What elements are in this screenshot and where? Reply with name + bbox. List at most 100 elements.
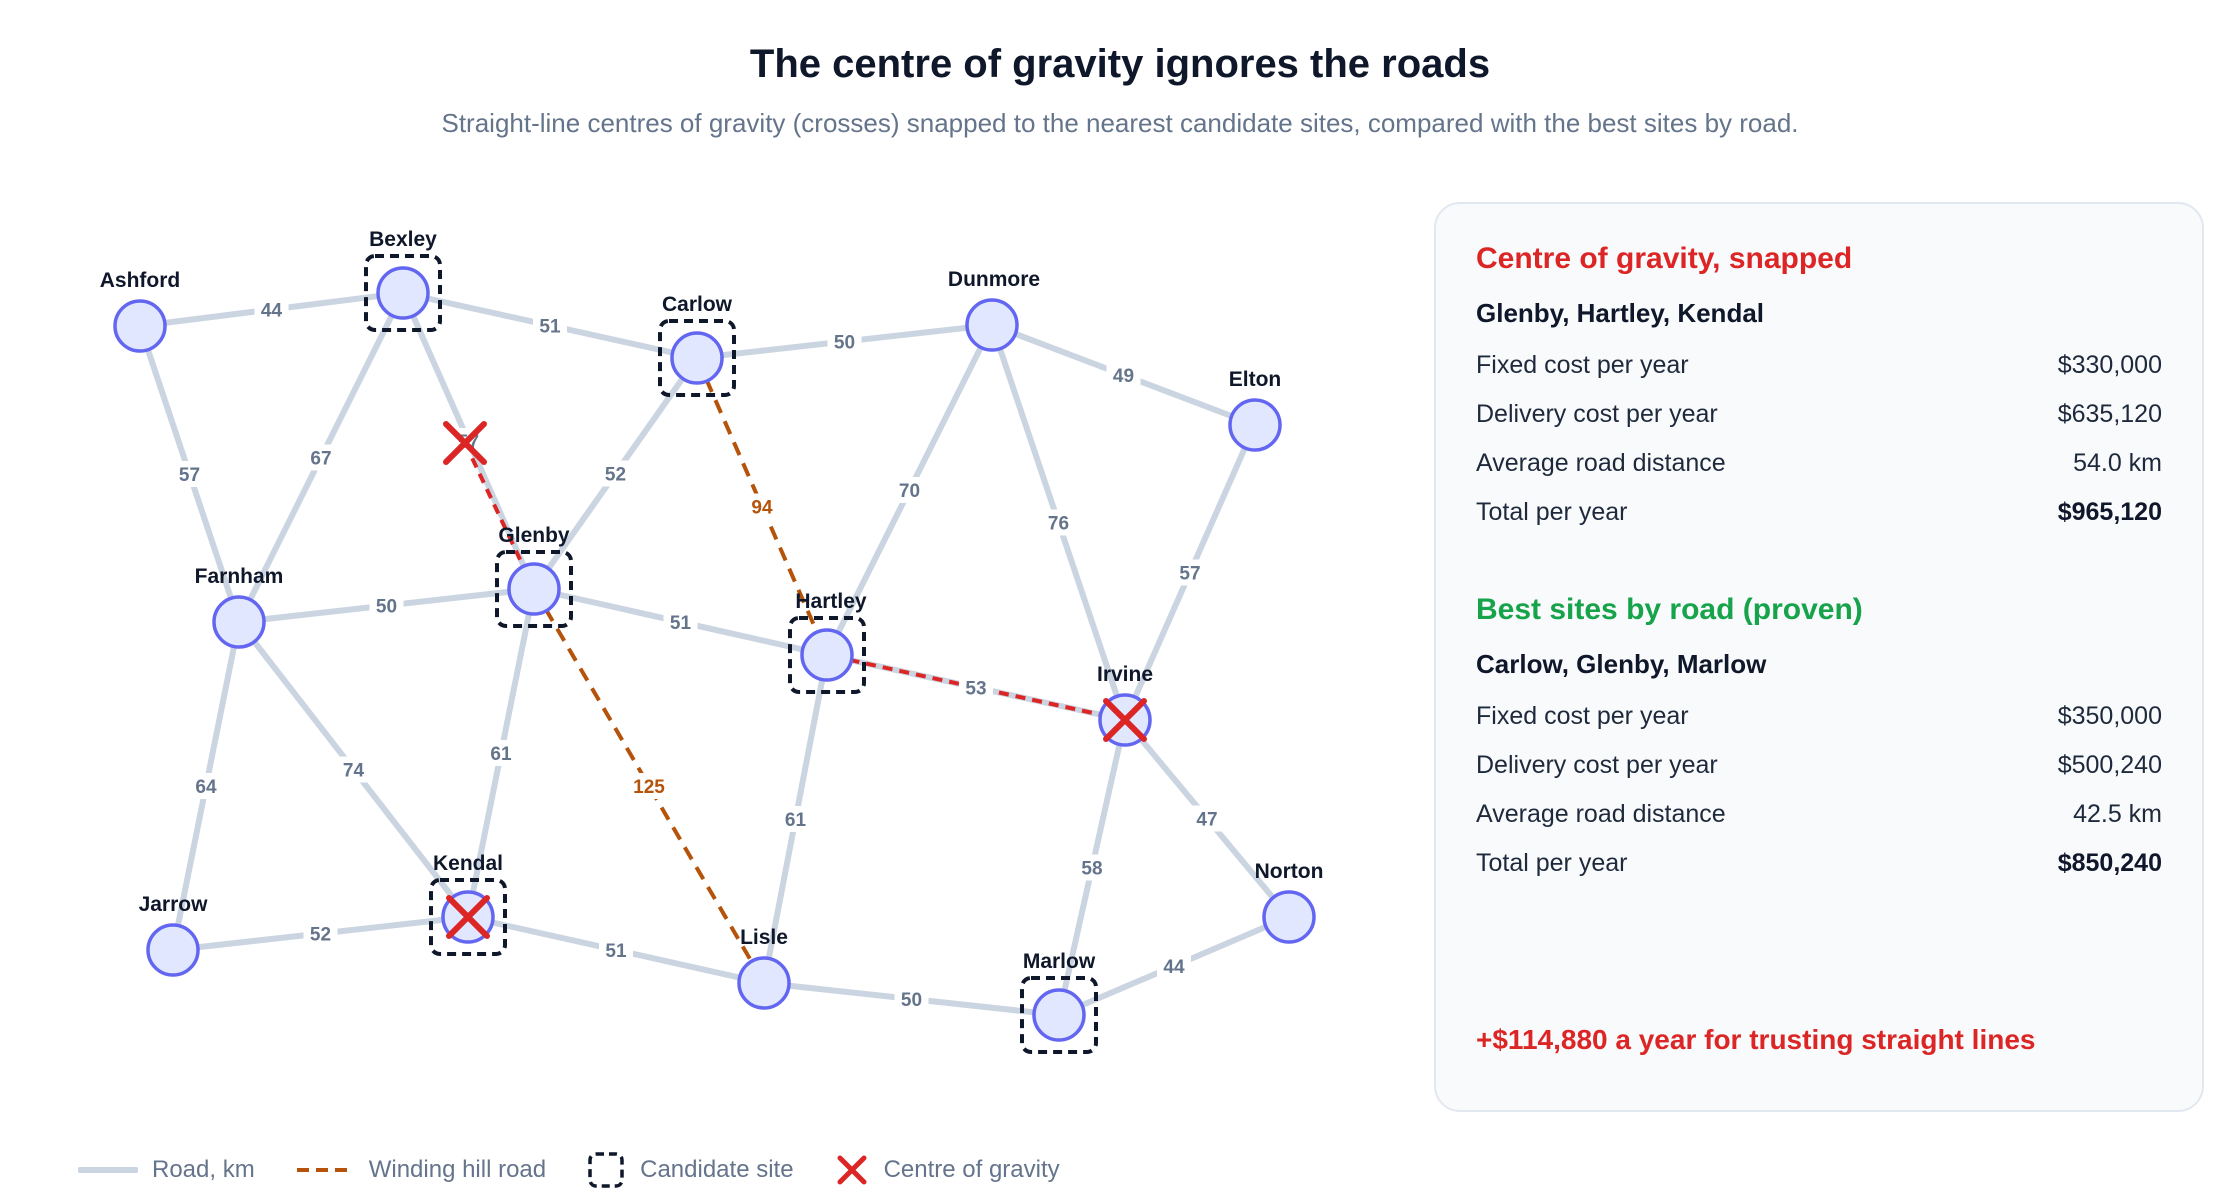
road-distance-label: 50 — [901, 990, 922, 1011]
road-distance-label: 57 — [1179, 564, 1200, 585]
road-distance-label: 125 — [633, 777, 665, 798]
road-label-bg — [303, 920, 338, 947]
candidate-site-marker — [364, 254, 442, 332]
cross-icon — [837, 1155, 867, 1185]
road-network-map: 4451504957675752947076575051536474611256… — [100, 228, 1323, 1054]
hill-road-line-icon — [296, 1168, 353, 1172]
best-sites: Carlow, Glenby, Marlow — [1476, 649, 1767, 679]
road-distance-label: 44 — [1163, 957, 1185, 978]
candidate-site-marker — [788, 616, 866, 694]
legend-candidate-label: Candidate site — [640, 1156, 794, 1183]
road-distance-label: 67 — [310, 449, 331, 470]
row-label: Delivery cost per year — [1476, 751, 1718, 779]
road-distance-label: 61 — [490, 744, 512, 765]
road-distance-label: 64 — [195, 777, 217, 798]
road-distance-label: 61 — [785, 810, 807, 831]
hill-road-glenby-lisle — [532, 587, 766, 985]
town-label: Kendal — [433, 852, 503, 875]
cog-section-title: Centre of gravity, snapped — [1476, 242, 1853, 275]
town-label: Bexley — [369, 228, 437, 251]
candidate-site-marker — [658, 319, 736, 397]
town-label: Farnham — [195, 565, 284, 588]
road-label-bg — [1190, 805, 1224, 832]
centre-of-gravity-cross-icon — [1103, 698, 1147, 742]
cog-row-total: Total per year $965,120 — [1476, 488, 2162, 537]
road-distance-label: 50 — [376, 597, 397, 618]
road-line-icon — [78, 1167, 138, 1173]
road-distance-label: 50 — [834, 333, 855, 354]
road-label-bg — [663, 609, 698, 635]
cog-row-delivery: Delivery cost per year $635,120 — [1476, 390, 2162, 439]
town-carlow — [670, 331, 724, 385]
legend: Road, km Winding hill road Candidate sit… — [78, 1150, 1100, 1190]
town-lisle — [737, 956, 791, 1010]
road-label-bg — [892, 477, 927, 503]
town-label: Jarrow — [139, 893, 209, 916]
row-label: Fixed cost per year — [1476, 351, 1689, 379]
legend-road: Road, km — [78, 1156, 255, 1184]
road-label-bg — [598, 460, 633, 487]
road-distance-label: 94 — [751, 498, 773, 519]
road-distance-label: 51 — [605, 941, 627, 962]
town-label: Marlow — [1023, 950, 1096, 973]
page-subtitle: Straight-line centres of gravity (crosse… — [441, 108, 1799, 138]
town-label: Glenby — [498, 524, 570, 547]
legend-cog: Centre of gravity — [834, 1152, 1060, 1188]
road-distance-label: 47 — [1196, 810, 1217, 831]
road-label-bg — [336, 756, 371, 783]
road-label-bg — [1106, 362, 1141, 388]
legend-road-label: Road, km — [152, 1156, 255, 1183]
comparison-panel: Centre of gravity, snapped Glenby, Hartl… — [1434, 202, 2204, 1112]
road-distance-label: 52 — [310, 925, 331, 946]
row-label: Total per year — [1476, 498, 1628, 526]
cog-section: Centre of gravity, snapped Glenby, Hartl… — [1476, 242, 2162, 537]
road-label-bg — [599, 937, 633, 963]
candidate-site-marker — [495, 550, 573, 628]
town-marlow — [1032, 988, 1086, 1042]
town-elton — [1228, 398, 1282, 452]
savings-callout: +$114,880 a year for trusting straight l… — [1476, 1024, 2036, 1055]
row-label: Delivery cost per year — [1476, 400, 1718, 428]
town-ashford — [113, 299, 167, 353]
cog-sites: Glenby, Hartley, Kendal — [1476, 298, 1765, 328]
road-label-bg — [172, 461, 207, 487]
town-dunmore — [965, 298, 1019, 352]
town-glenby — [507, 562, 561, 616]
best-row-fixed: Fixed cost per year $350,000 — [1476, 692, 2162, 741]
row-label: Total per year — [1476, 849, 1628, 877]
legend-cog-label: Centre of gravity — [883, 1156, 1060, 1183]
road-distance-label: 53 — [965, 679, 986, 700]
candidate-site-marker — [1020, 976, 1098, 1054]
road-label-bg — [827, 328, 862, 355]
best-row-distance: Average road distance 42.5 km — [1476, 790, 2162, 839]
row-label: Average road distance — [1476, 800, 1726, 828]
row-label: Average road distance — [1476, 449, 1726, 477]
row-value: 54.0 km — [2073, 449, 2162, 477]
legend-hill-label: Winding hill road — [368, 1156, 547, 1183]
town-label: Irvine — [1097, 663, 1153, 686]
candidate-site-marker — [429, 878, 507, 956]
road-distance-label: 52 — [605, 465, 626, 486]
best-row-delivery: Delivery cost per year $500,240 — [1476, 741, 2162, 790]
legend-candidate: Candidate site — [586, 1150, 794, 1190]
road-label-bg — [626, 773, 672, 799]
road-label-bg — [1173, 559, 1207, 586]
best-section-title: Best sites by road (proven) — [1476, 593, 1863, 626]
road-label-bg — [1075, 854, 1109, 881]
town-norton — [1262, 890, 1316, 944]
town-farnham — [212, 595, 266, 649]
town-label: Hartley — [795, 590, 867, 613]
road-label-bg — [745, 493, 779, 520]
road-label-bg — [189, 773, 223, 799]
road-distance-label: 74 — [343, 761, 365, 782]
road-label-bg — [894, 986, 929, 1012]
town-label: Ashford — [100, 269, 181, 292]
road-label-bg — [369, 592, 404, 619]
row-value: $330,000 — [2057, 351, 2162, 379]
row-value: $850,240 — [2057, 849, 2162, 877]
snap-link — [463, 442, 536, 590]
town-label: Lisle — [740, 926, 788, 949]
road-label-bg — [484, 740, 518, 766]
road-distance-label: 70 — [899, 481, 920, 502]
road-label-bg — [533, 312, 567, 339]
